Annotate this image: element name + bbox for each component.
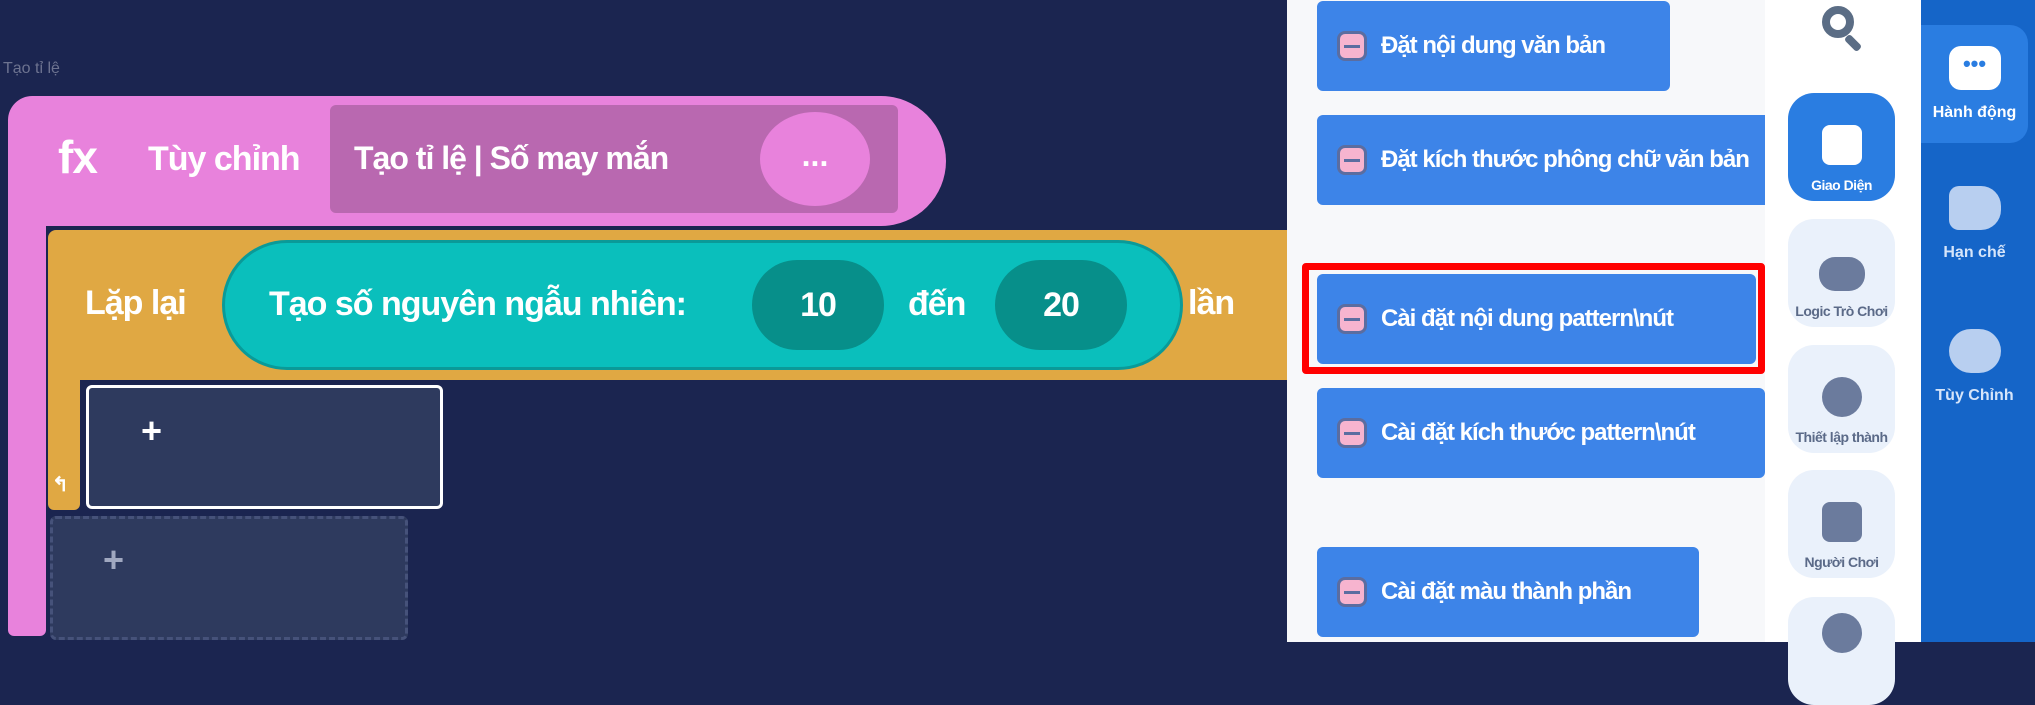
add-block-slot[interactable]: + <box>86 385 443 509</box>
add-block-empty-slot[interactable]: + <box>50 516 408 640</box>
random-to-input[interactable]: 20 <box>995 260 1127 350</box>
restriction-icon <box>1948 186 2001 230</box>
custom-add-icon <box>1948 329 2001 373</box>
fx-icon: fx <box>58 131 98 183</box>
block-palette: Đặt nội dung văn bản Đặt kích thước phôn… <box>1287 0 1765 642</box>
random-label: Tạo số nguyên ngẫu nhiên: <box>269 285 687 323</box>
more-button[interactable]: ... <box>760 112 870 206</box>
category-logic[interactable]: Logic Trò Chơi <box>1788 219 1895 327</box>
robot-icon <box>1821 502 1862 542</box>
ui-icon <box>1337 304 1367 334</box>
ui-icon <box>1337 577 1367 607</box>
palette-block-set-text[interactable]: Đặt nội dung văn bản <box>1317 1 1670 91</box>
palette-block-set-pattern-size[interactable]: Cài đặt kích thước pattern\nút <box>1317 388 1765 478</box>
random-int-block[interactable]: Tạo số nguyên ngẫu nhiên: 10 đến 20 <box>222 240 1183 370</box>
search-icon-handle <box>1843 33 1863 53</box>
function-body-arm <box>8 200 46 636</box>
category-list: Giao Diện Logic Trò Chơi Thiết lập thành… <box>1765 0 1921 705</box>
actions-icon: ••• <box>1948 46 2001 90</box>
code-canvas[interactable]: Tạo tỉ lệ fx Tùy chỉnh Tạo tỉ lệ | Số ma… <box>0 0 1287 642</box>
category-more[interactable] <box>1788 597 1895 705</box>
ui-window-icon <box>1821 125 1862 165</box>
repeat-suffix: lần <box>1188 284 1235 322</box>
sidebar-item-tuy-chinh[interactable]: Tùy Chỉnh <box>1921 308 2028 426</box>
palette-block-set-font-size[interactable]: Đặt kích thước phông chữ văn bản <box>1317 115 1765 205</box>
gamepad-icon <box>1818 257 1865 291</box>
random-from-input[interactable]: 10 <box>752 260 884 350</box>
search-icon[interactable] <box>1822 6 1854 38</box>
function-block[interactable]: fx Tùy chỉnh Tạo tỉ lệ | Số may mắn ... <box>8 96 946 226</box>
ui-icon <box>1337 31 1367 61</box>
ui-icon <box>1337 145 1367 175</box>
repeat-body-arm: ↰ <box>48 360 80 510</box>
palette-block-set-pattern-content[interactable]: Cài đặt nội dung pattern\nút <box>1317 274 1756 364</box>
function-name-field[interactable]: Tạo tỉ lệ | Số may mắn ... <box>330 105 898 213</box>
repeat-label: Lặp lại <box>85 284 187 322</box>
function-label: Tạo tỉ lệ <box>3 60 60 77</box>
function-keyword: Tùy chỉnh <box>148 140 301 178</box>
sidebar-item-hanh-dong[interactable]: •••Hành động <box>1921 25 2028 143</box>
category-giao-dien[interactable]: Giao Diện <box>1788 93 1895 201</box>
random-to-label: đến <box>908 285 966 323</box>
loop-arrow-icon: ↰ <box>52 474 69 496</box>
sidebar-item-han-che[interactable]: Hạn chế <box>1921 165 2028 283</box>
repeat-block[interactable]: Lặp lại Tạo số nguyên ngẫu nhiên: 10 đến… <box>48 230 1287 380</box>
main-sidebar: •••Hành động Hạn chế Tùy Chỉnh <box>1921 0 2035 642</box>
category-thiet-lap[interactable]: Thiết lập thành <box>1788 345 1895 453</box>
function-name: Tạo tỉ lệ | Số may mắn <box>354 140 669 176</box>
math-icon <box>1821 377 1862 417</box>
ui-icon <box>1337 418 1367 448</box>
palette-block-set-color[interactable]: Cài đặt màu thành phần <box>1317 547 1699 637</box>
highlight-box <box>1302 263 1765 374</box>
category-nguoi-choi[interactable]: Người Chơi <box>1788 470 1895 578</box>
person-icon <box>1821 613 1862 653</box>
